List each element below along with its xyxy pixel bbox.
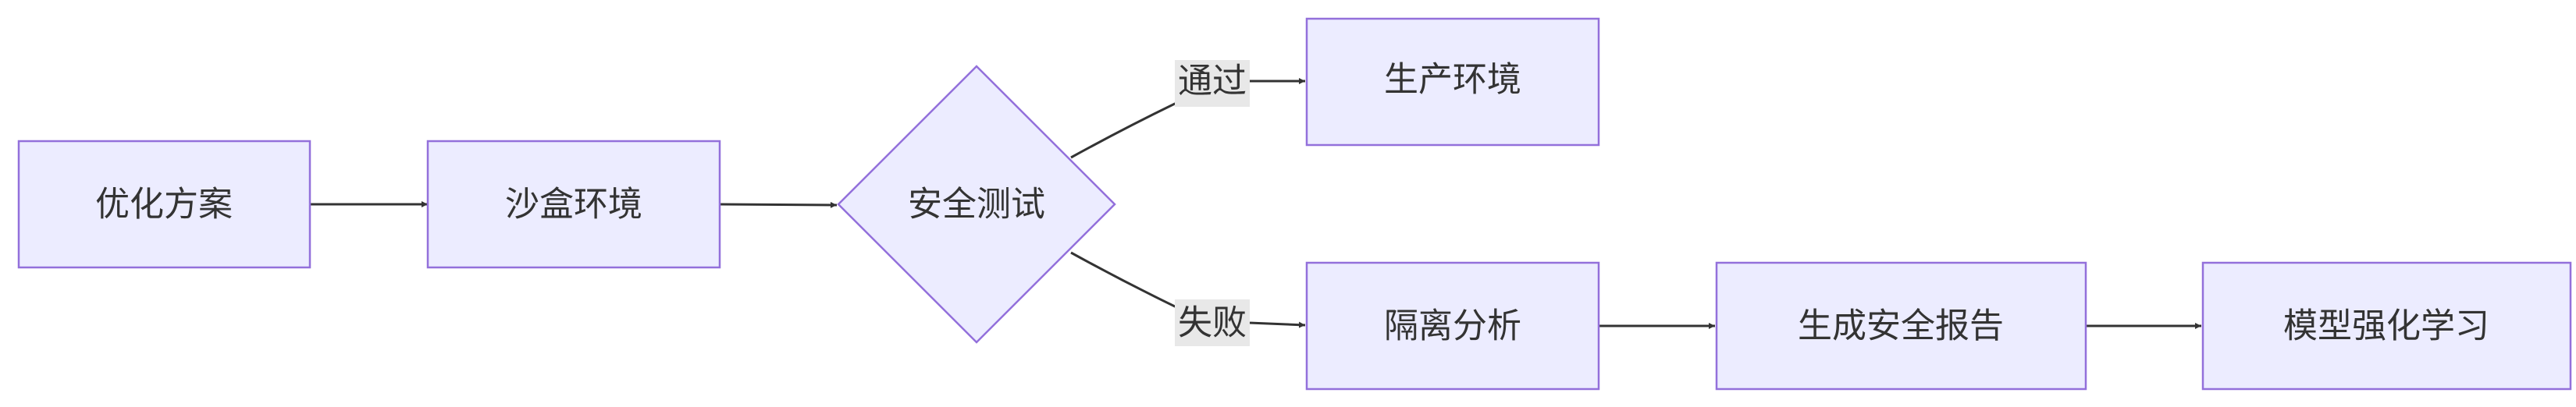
edge-label-fail-text: 失败 xyxy=(1178,303,1247,343)
node-test-label: 安全测试 xyxy=(908,185,1045,225)
node-plan: 优化方案 xyxy=(17,140,311,269)
node-reinforce: 模型强化学习 xyxy=(2201,261,2572,391)
node-sandbox: 沙盒环境 xyxy=(426,140,721,269)
node-production-label: 生产环境 xyxy=(1384,60,1521,100)
edge-sandbox-to-test xyxy=(719,201,838,208)
edge-label-fail: 失败 xyxy=(1175,299,1250,346)
node-isolation: 隔离分析 xyxy=(1305,261,1600,391)
edge-label-pass: 通过 xyxy=(1175,60,1250,107)
edges xyxy=(310,78,2201,329)
edge-test-to-production xyxy=(1070,78,1305,159)
node-plan-label: 优化方案 xyxy=(95,185,233,225)
edge-label-pass-text: 通过 xyxy=(1178,62,1247,101)
node-report-label: 生成安全报告 xyxy=(1798,306,2004,346)
node-isolation-label: 隔离分析 xyxy=(1384,306,1521,346)
node-production: 生产环境 xyxy=(1305,17,1600,147)
node-reinforce-label: 模型强化学习 xyxy=(2283,306,2489,346)
edge-test-to-isolation xyxy=(1070,251,1306,328)
node-test-decision: 安全测试 xyxy=(837,65,1116,344)
node-sandbox-label: 沙盒环境 xyxy=(505,185,642,225)
node-report: 生成安全报告 xyxy=(1715,261,2087,391)
